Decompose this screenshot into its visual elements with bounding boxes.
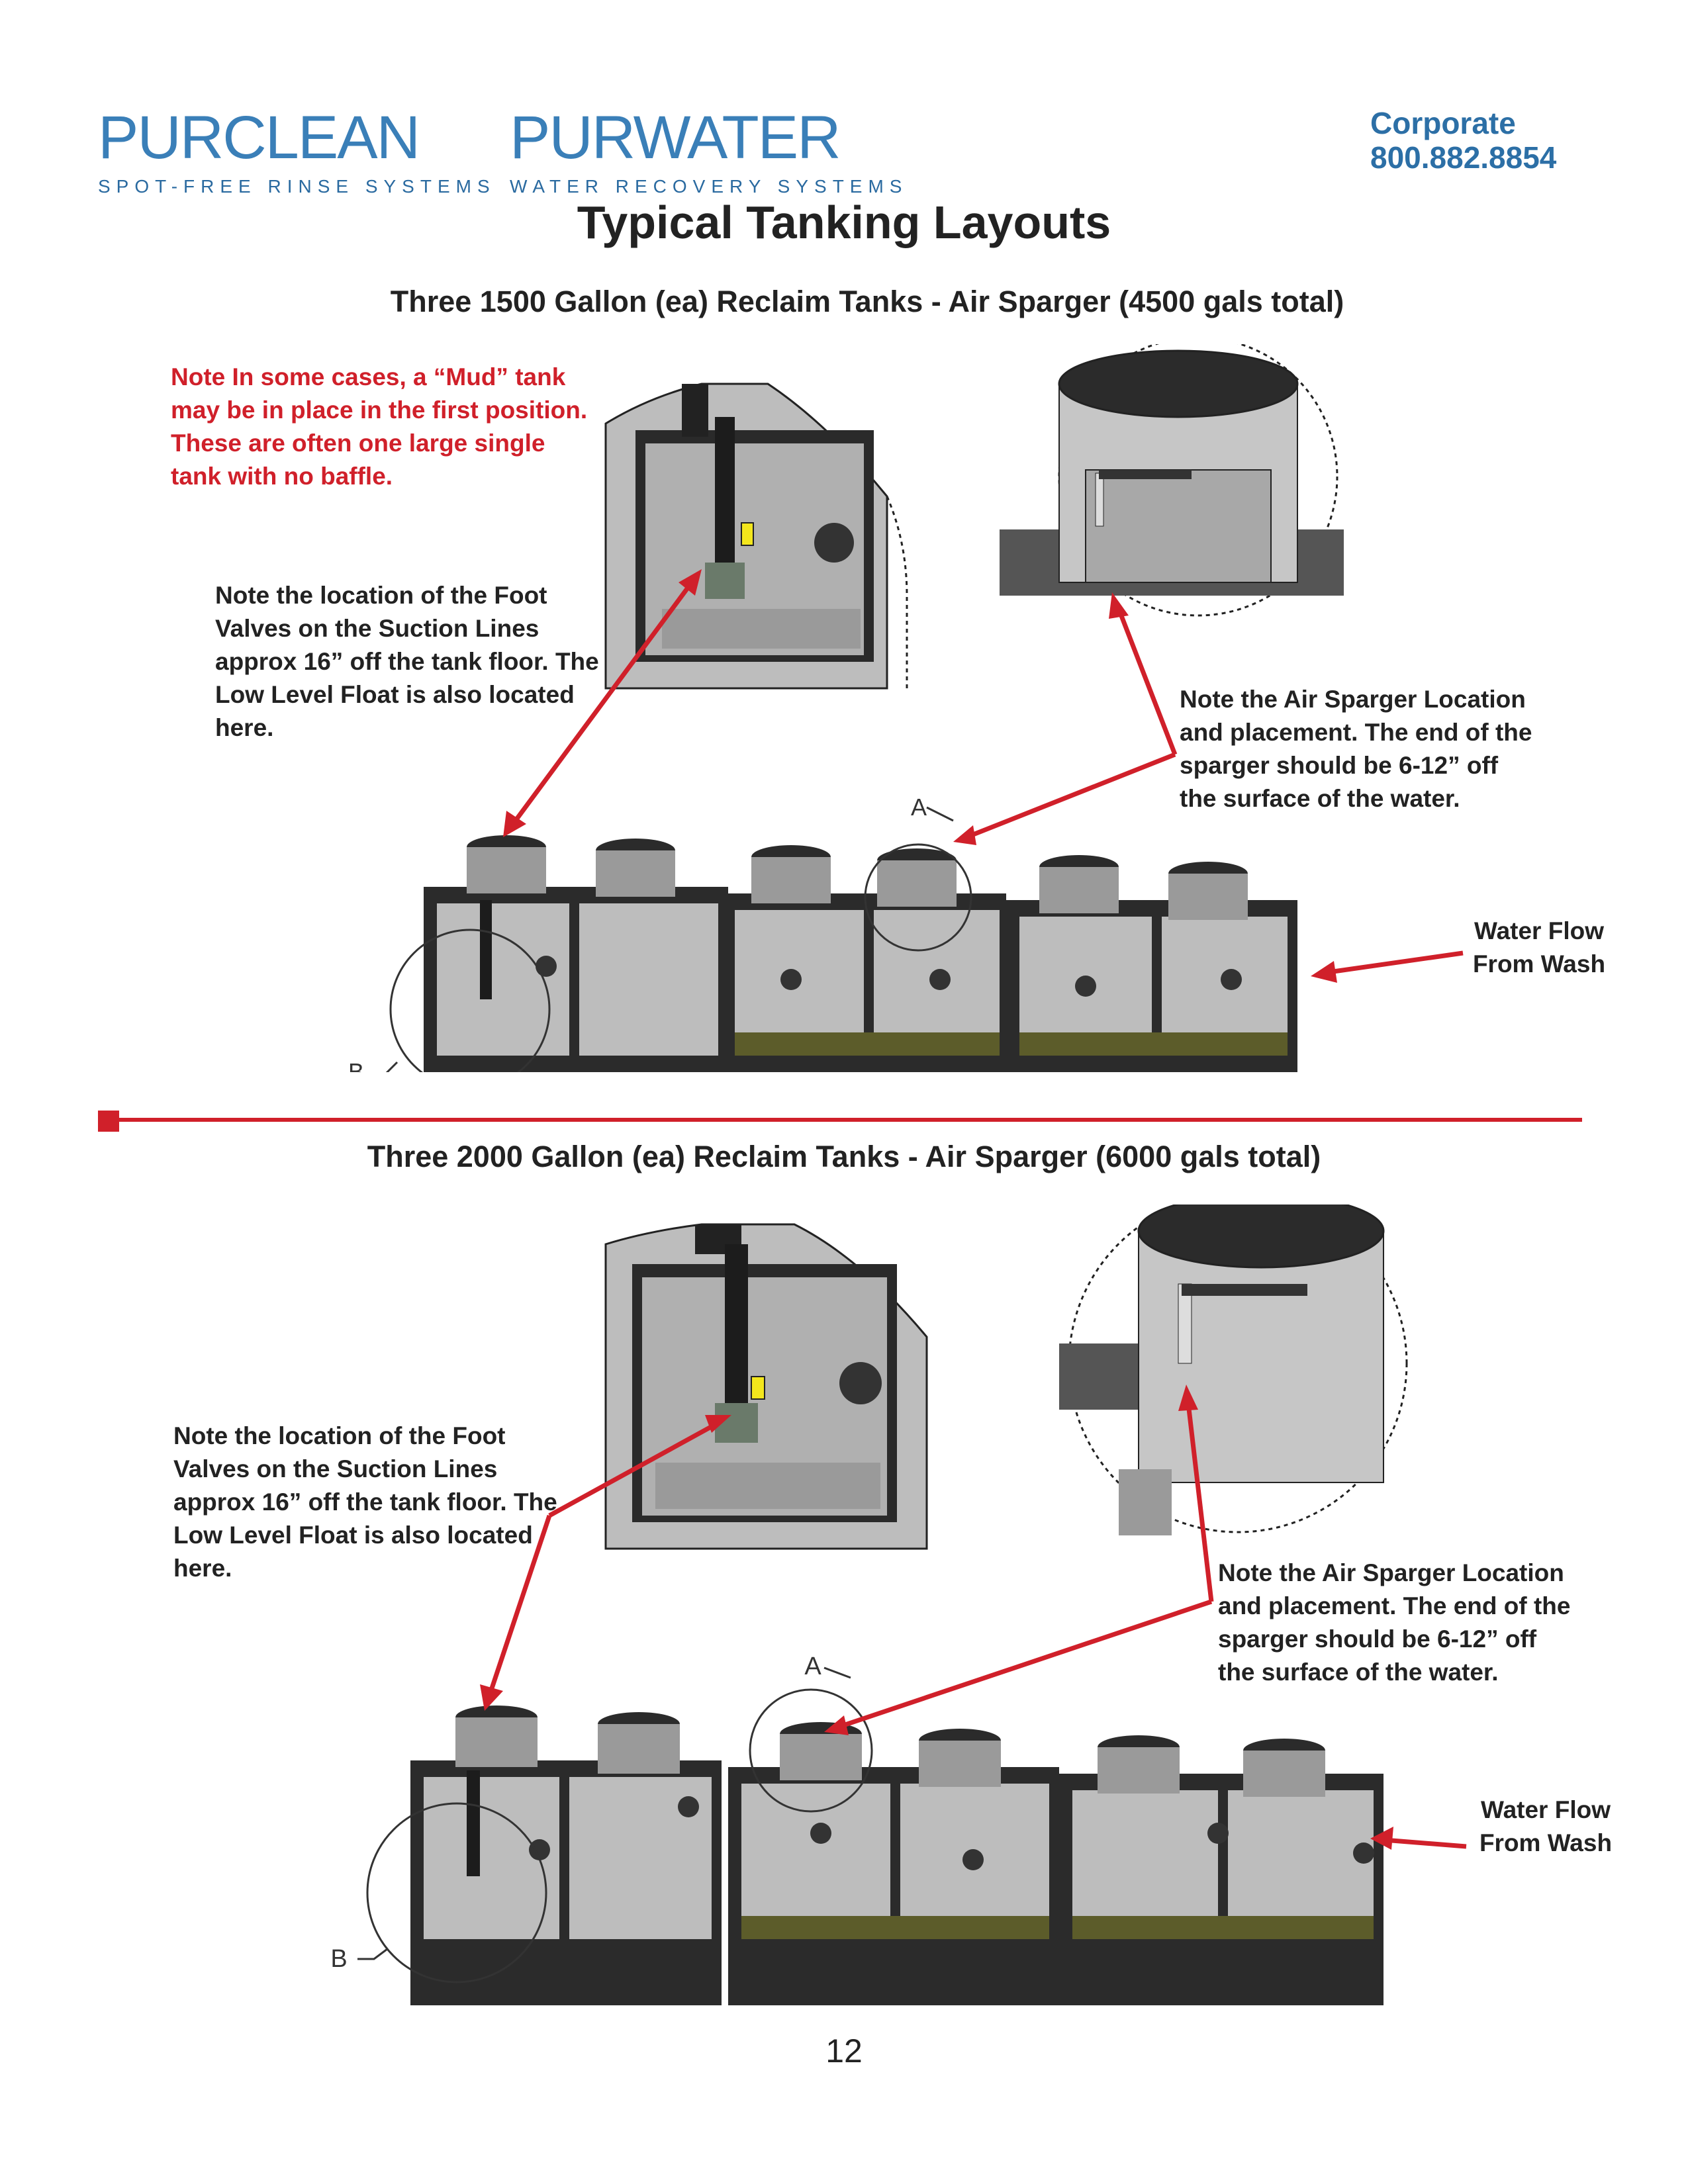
section1-callout-b-label: B bbox=[348, 1058, 364, 1072]
section1-tank-bank bbox=[424, 835, 1297, 1072]
section2-tank-bank bbox=[410, 1706, 1383, 2005]
purclean-logo: PURCLEAN SPOT-FREE RINSE SYSTEMS bbox=[98, 107, 496, 197]
section1-tank-diagram: B A bbox=[348, 344, 1464, 1072]
section1-mud-note: Note In some cases, a “Mud” tank may be … bbox=[171, 363, 588, 490]
section2-callout-a: A bbox=[749, 1653, 873, 1813]
section1-sparger-note: Note the Air Sparger Location and placem… bbox=[1180, 686, 1532, 812]
purclean-logo-word: PURCLEAN bbox=[98, 104, 420, 171]
section-divider-marker bbox=[98, 1111, 119, 1132]
page-number: 12 bbox=[825, 2032, 863, 2070]
section2-foot-valve-note: Note the location of the Foot Valves on … bbox=[173, 1422, 557, 1582]
section2-detail-inset-foot-valve bbox=[604, 1223, 928, 1550]
section1-callout-a: A bbox=[864, 794, 972, 952]
section2-callout-b-label: B bbox=[330, 1945, 347, 1973]
section1-subtitle: Three 1500 Gallon (ea) Reclaim Tanks - A… bbox=[390, 285, 1344, 318]
purwater-logo-tagline: WATER RECOVERY SYSTEMS bbox=[510, 176, 908, 197]
section2-callout-a-label: A bbox=[804, 1653, 821, 1680]
section1-detail-inset-sparger bbox=[1000, 344, 1344, 617]
section2-detail-inset-sparger bbox=[1059, 1205, 1408, 1535]
section1-arrows bbox=[503, 569, 1464, 983]
section2-callout-b: B bbox=[330, 1802, 547, 1983]
corporate-phone: 800.882.8854 bbox=[1370, 140, 1557, 175]
section-divider bbox=[116, 1118, 1582, 1122]
purwater-logo-word: PURWATER bbox=[510, 104, 841, 171]
section1-callout-b: B bbox=[348, 929, 551, 1072]
section1-water-flow-label: Water Flow From Wash bbox=[1472, 917, 1606, 978]
section1-foot-valve-note: Note the location of the Foot Valves on … bbox=[215, 582, 599, 741]
section1-callout-a-label: A bbox=[911, 794, 927, 821]
section2-water-flow-label: Water Flow From Wash bbox=[1479, 1796, 1613, 1856]
purclean-logo-tagline: SPOT-FREE RINSE SYSTEMS bbox=[98, 176, 496, 197]
corporate-label: Corporate bbox=[1370, 106, 1516, 140]
page-title: Typical Tanking Layouts bbox=[577, 197, 1111, 248]
section2-sparger-note: Note the Air Sparger Location and placem… bbox=[1218, 1559, 1571, 1686]
section2-subtitle: Three 2000 Gallon (ea) Reclaim Tanks - A… bbox=[367, 1140, 1321, 1173]
corporate-contact: Corporate 800.882.8854 bbox=[1370, 106, 1556, 175]
section1-detail-inset-foot-valve bbox=[604, 383, 908, 690]
purwater-logo: PURWATER WATER RECOVERY SYSTEMS bbox=[510, 107, 908, 197]
section2-tank-diagram: B A bbox=[330, 1205, 1467, 2005]
section2-arrows bbox=[480, 1385, 1467, 1850]
